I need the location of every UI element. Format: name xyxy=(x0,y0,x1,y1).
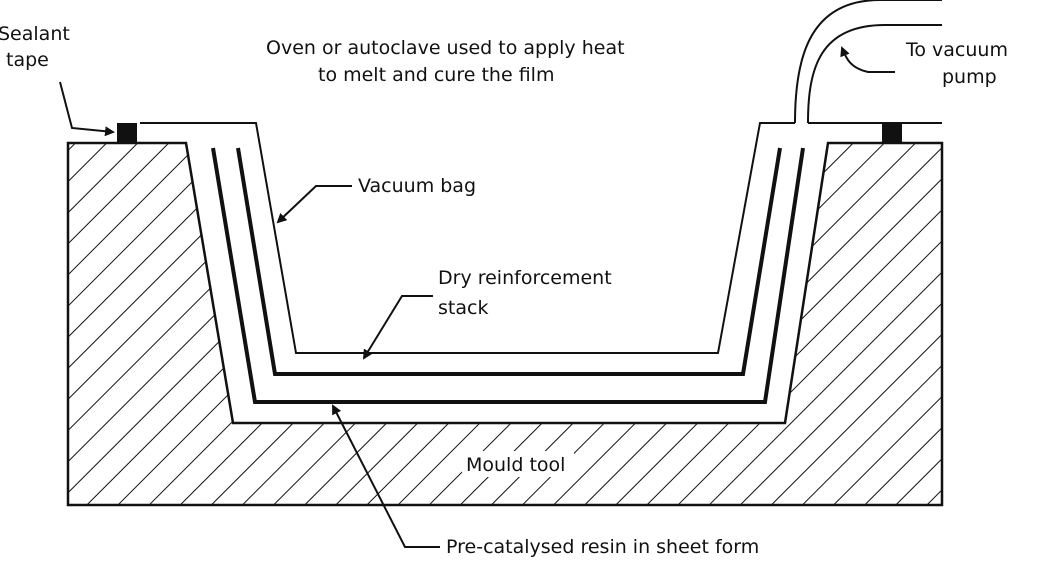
leader-dry-reinforcement xyxy=(362,295,433,360)
label-vacuum-pump-line1: To vacuum xyxy=(905,39,1008,61)
leader-vacuum-pump xyxy=(840,46,895,73)
mould-tool-body xyxy=(66,141,944,507)
vacuum-bag-layer xyxy=(140,122,795,354)
vacuum-hose-outer xyxy=(794,0,942,124)
vacuum-hose-inner xyxy=(807,24,942,124)
label-oven-line2: to melt and cure the film xyxy=(318,64,554,86)
leader-sealant-tape xyxy=(59,81,115,137)
label-dry-reinforcement-line2: stack xyxy=(438,297,488,319)
label-mould-tool: Mould tool xyxy=(466,454,565,476)
label-vacuum-bag: Vacuum bag xyxy=(358,175,476,197)
leader-resin-sheet xyxy=(332,404,440,548)
leader-vacuum-bag xyxy=(276,185,352,224)
label-oven-line1: Oven or autoclave used to apply heat xyxy=(266,37,625,59)
resin-sheet-layer xyxy=(211,147,805,404)
sealant-tape-right xyxy=(882,123,902,143)
label-sealant-tape-line1: Sealant xyxy=(0,23,70,45)
mould-tool-label-backing xyxy=(462,451,574,477)
label-sealant-tape-line2: tape xyxy=(6,49,49,71)
sealant-tape-left xyxy=(117,123,137,143)
dry-reinforcement-layer xyxy=(236,147,782,376)
label-dry-reinforcement-line1: Dry reinforcement xyxy=(438,267,612,289)
label-vacuum-pump-line2: pump xyxy=(942,66,997,88)
label-resin-sheet: Pre-catalysed resin in sheet form xyxy=(446,536,759,558)
